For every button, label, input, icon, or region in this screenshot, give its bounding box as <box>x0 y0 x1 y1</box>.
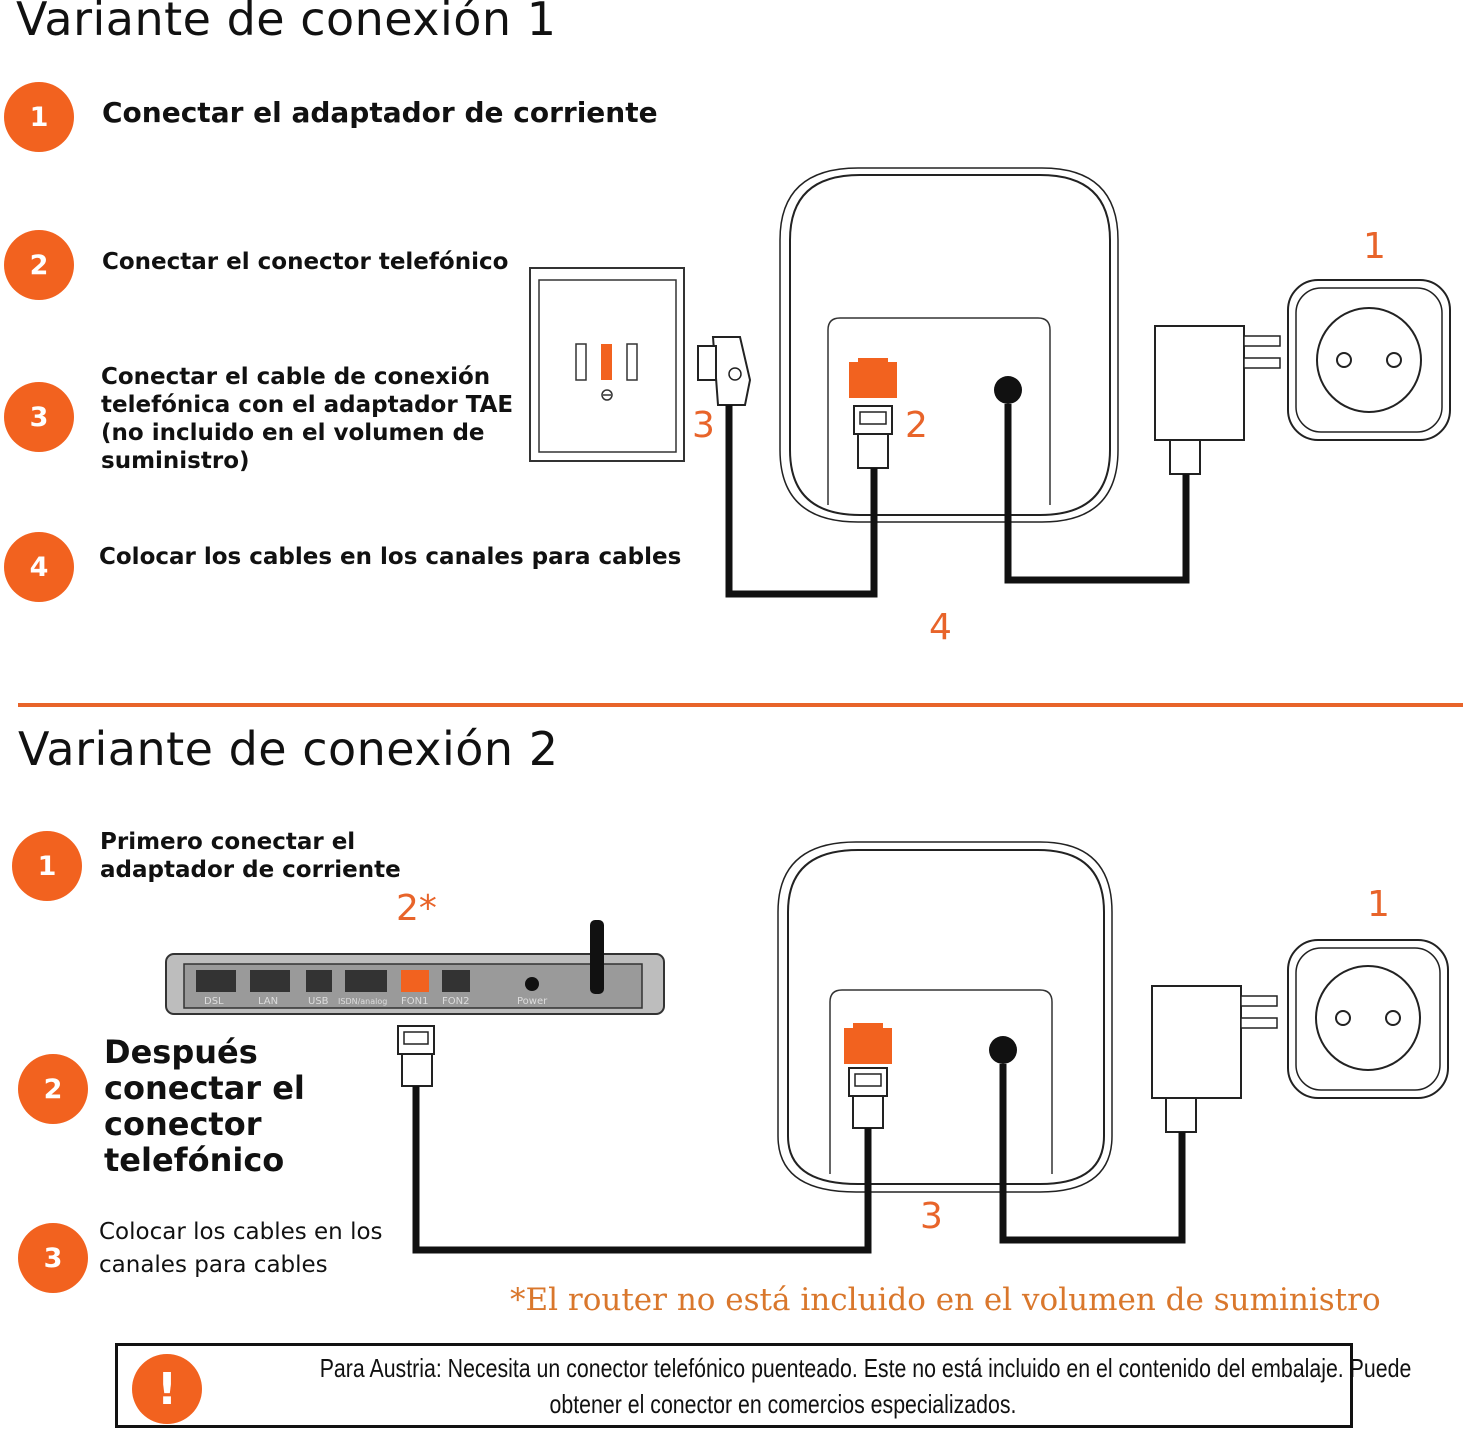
v2-step3-text: Colocar los cables en los canales para c… <box>99 1219 383 1278</box>
v2-label-plug: 1 <box>1367 884 1390 925</box>
wall-power-outlet <box>1287 279 1451 441</box>
router-port-fon2: FON2 <box>442 996 469 1007</box>
rj11-plug <box>397 1025 435 1087</box>
v2-step1-text: Primero conectar el adaptador de corrien… <box>100 829 401 883</box>
notice-line2: obtener el conector en comercios especia… <box>549 1389 1017 1419</box>
v2-step2-badge: 2 <box>18 1054 88 1124</box>
austria-notice: ! Para Austria: Necesita un conector tel… <box>115 1343 1412 1428</box>
power-adapter <box>1154 325 1281 475</box>
v1-label-plug: 1 <box>1363 226 1386 267</box>
v2-label-cables: 3 <box>920 1196 943 1237</box>
external-router: DSL LAN USB ISDN/analog FON1 FON2 Power <box>165 920 665 1015</box>
base-station <box>779 167 1119 523</box>
wall-power-outlet-2 <box>1287 939 1449 1099</box>
variant1-diagram: 1 2 3 4 <box>529 167 1451 648</box>
v1-step2-text: Conectar el conector telefónico <box>102 249 509 275</box>
v1-step4-badge: 4 <box>4 532 74 602</box>
cables-2 <box>412 1064 1186 1254</box>
v2-step3-badge: 3 <box>18 1223 88 1293</box>
router-port-dsl: DSL <box>204 996 224 1007</box>
router-port-power: Power <box>517 996 548 1007</box>
v1-step3-text: Conectar el cable de conexión telefónica… <box>101 364 514 474</box>
cables <box>725 404 1190 598</box>
tae-wall-socket <box>529 267 685 462</box>
notice-line1: Para Austria: Necesita un conector telef… <box>319 1353 1412 1383</box>
v1-step4-text: Colocar los cables en los canales para c… <box>99 544 682 570</box>
router-port-isdn: ISDN/analog <box>338 997 387 1006</box>
v2-label-router: 2* <box>396 888 437 929</box>
power-adapter-2 <box>1151 985 1278 1133</box>
v1-label-tae-cable: 3 <box>692 405 715 446</box>
router-port-fon1: FON1 <box>401 996 428 1007</box>
footnote: *El router no está incluido en el volume… <box>510 1282 1381 1318</box>
v2-step2-text: Después conectar el conector telefónico <box>104 1033 305 1179</box>
v1-step1-text: Conectar el adaptador de corriente <box>102 96 658 129</box>
v1-step1-badge: 1 <box>4 82 74 152</box>
variant1-title: Variante de conexión 1 <box>16 0 557 46</box>
v1-label-router-port: 2 <box>905 405 928 446</box>
v1-step2-badge: 2 <box>4 230 74 300</box>
v1-label-cables: 4 <box>929 607 952 648</box>
router-port-lan: LAN <box>258 996 278 1007</box>
v2-step1-badge: 1 <box>12 831 82 901</box>
variant2-diagram: DSL LAN USB ISDN/analog FON1 FON2 Power <box>165 841 1449 1254</box>
variant2-title: Variante de conexión 2 <box>18 722 559 776</box>
v1-step3-badge: 3 <box>4 382 74 452</box>
base-station-2 <box>777 841 1113 1193</box>
section-divider <box>18 703 1463 707</box>
router-port-usb: USB <box>308 996 329 1007</box>
exclamation-icon: ! <box>132 1354 202 1424</box>
tae-plug <box>697 336 752 406</box>
notice-text: Para Austria: Necesita un conector telef… <box>319 1350 1412 1422</box>
